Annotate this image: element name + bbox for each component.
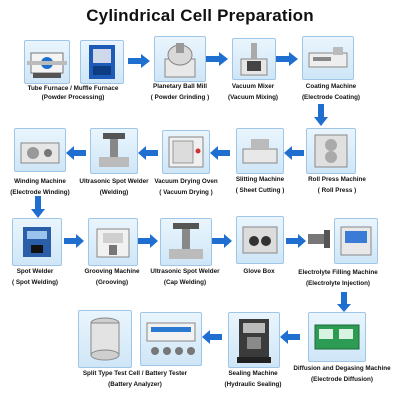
arrow-left-icon xyxy=(202,330,222,344)
muffle-furnace-photo xyxy=(80,40,124,84)
diffusion-degasing-machine-photo xyxy=(308,312,366,362)
step-2-name: Planetary Ball Mill xyxy=(140,82,220,91)
step-1-name: Tube Furnace / Muffle Furnace xyxy=(8,84,138,93)
step-11-name: Grooving Machine xyxy=(74,267,150,276)
arrow-down-icon xyxy=(314,104,328,126)
step-7-name: Vacuum Drying Oven xyxy=(146,177,226,186)
arrow-left-icon xyxy=(138,146,158,160)
step-14-name: Electrolyte Filling Machine xyxy=(290,268,386,277)
arrow-right-icon xyxy=(138,234,158,248)
arrow-right-icon xyxy=(286,234,306,248)
step-13-name: Glove Box xyxy=(226,267,292,276)
step-15-process: (Electrode Diffusion) xyxy=(286,375,398,384)
step-16-name: Sealing Machine xyxy=(210,369,296,378)
step-4-process: (Electrode Coating) xyxy=(286,93,376,102)
glove-box-photo xyxy=(236,216,284,264)
grooving-machine-photo xyxy=(88,218,138,266)
tube-furnace-photo xyxy=(24,40,70,84)
step-8-name: Ultrasonic Spot Welder xyxy=(74,177,154,186)
winding-machine-photo xyxy=(14,128,66,172)
arrow-right-icon xyxy=(64,234,84,248)
step-6-process: ( Sheet Cutting ) xyxy=(222,186,298,195)
step-10-name: Spot Welder xyxy=(0,267,70,276)
spot-welder-photo xyxy=(12,218,62,266)
step-17-name: Split Type Test Cell / Battery Tester xyxy=(60,369,210,378)
step-10-process: ( Spot Welding) xyxy=(0,278,70,287)
step-3-process: (Vacuum Mixing) xyxy=(215,93,291,102)
step-15-name: Diffusion and Degasing Machine xyxy=(286,364,398,373)
cap-ultrasonic-spot-welder-photo xyxy=(160,218,212,266)
arrow-left-icon xyxy=(280,330,300,344)
ultrasonic-spot-welder-photo xyxy=(90,128,138,174)
coating-machine-photo xyxy=(302,36,354,80)
step-11-process: (Grooving) xyxy=(74,278,150,287)
planetary-ball-mill-photo xyxy=(154,36,206,82)
step-8-process: (Welding) xyxy=(74,188,154,197)
roll-press-machine-photo xyxy=(306,128,356,174)
electrolyte-filling-machine-photo xyxy=(334,218,378,264)
step-4-name: Coating Machine xyxy=(286,82,376,91)
vacuum-drying-oven-photo xyxy=(162,130,210,174)
arrow-left-icon xyxy=(210,146,230,160)
step-14-process: (Electrolyte Injection) xyxy=(290,279,386,288)
split-test-cell-photo xyxy=(78,310,132,368)
arrow-down-icon xyxy=(31,196,45,218)
step-17-process: (Battery Analyzer) xyxy=(60,380,210,389)
step-1-process: (Powder Processing) xyxy=(8,93,138,102)
sealing-machine-photo xyxy=(228,312,280,368)
step-7-process: ( Vacuum Drying ) xyxy=(146,188,226,197)
vacuum-mixer-photo xyxy=(232,38,276,80)
arrow-right-icon xyxy=(206,52,228,66)
step-12-process: (Cap Welding) xyxy=(142,278,228,287)
step-2-process: ( Powder Grinding ) xyxy=(140,93,220,102)
step-6-name: Slitting Machine xyxy=(222,175,298,184)
slitting-machine-photo xyxy=(236,128,284,174)
step-3-name: Vacuum Mixer xyxy=(215,82,291,91)
arrow-left-icon xyxy=(66,146,86,160)
step-5-process: ( Roll Press ) xyxy=(292,186,382,195)
step-16-process: (Hydraulic Sealing) xyxy=(210,380,296,389)
arrow-left-icon xyxy=(284,146,304,160)
step-12-name: Ultrasonic Spot Welder xyxy=(142,267,228,276)
page-title: Cylindrical Cell Preparation xyxy=(0,6,400,26)
battery-tester-photo xyxy=(140,312,202,366)
arrow-down-icon xyxy=(337,292,351,312)
step-5-name: Roll Press Machine xyxy=(292,175,382,184)
arrow-right-icon xyxy=(212,234,232,248)
arrow-right-icon xyxy=(128,54,150,68)
step-9-name: Winding Machine xyxy=(2,177,78,186)
electrolyte-filling-nozzle-icon xyxy=(306,228,332,250)
arrow-right-icon xyxy=(276,52,298,66)
